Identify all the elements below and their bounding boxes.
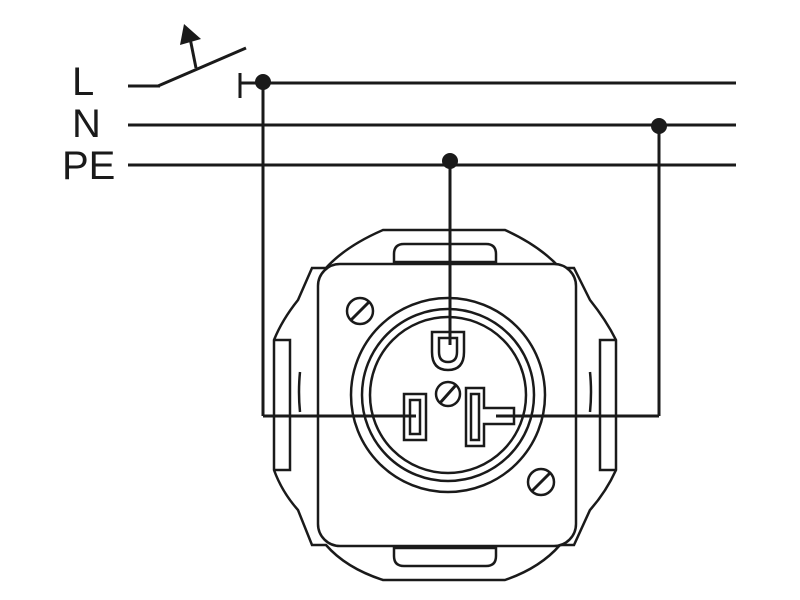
neutral-slot-icon: [464, 386, 516, 448]
screw-top-left-icon: [345, 296, 375, 326]
switch-icon: [157, 24, 247, 98]
socket-outlet-icon: [272, 228, 618, 582]
label-earth: PE: [62, 144, 116, 188]
label-neutral: N: [72, 102, 101, 146]
earth-slot-icon: [430, 330, 466, 372]
screw-bottom-right-icon: [526, 467, 556, 497]
screw-center-icon: [434, 380, 462, 408]
label-line: L: [72, 60, 95, 104]
line-wire: [128, 81, 736, 88]
